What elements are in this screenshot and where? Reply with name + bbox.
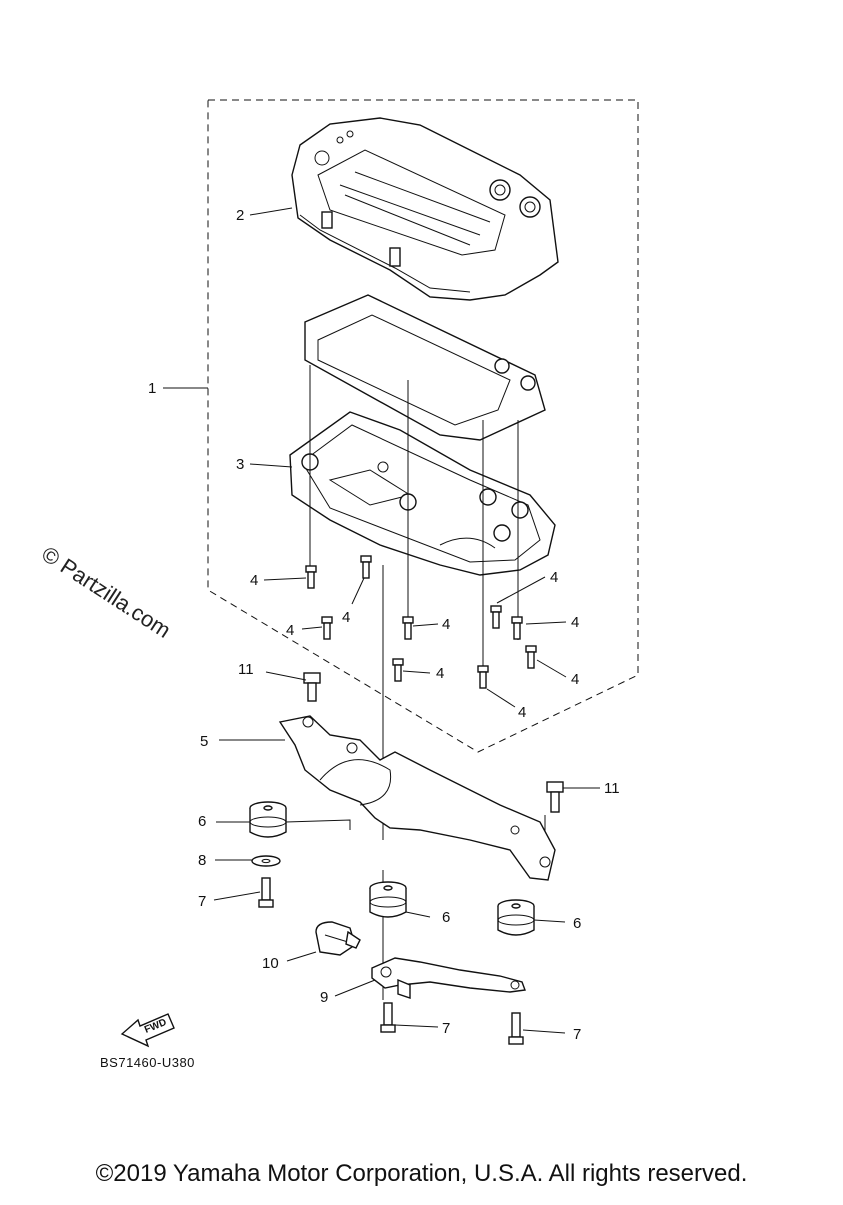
bolt-part-11-right[interactable] <box>546 781 564 813</box>
meter-display-housing[interactable] <box>291 117 559 301</box>
meter-circuit-board[interactable] <box>304 294 546 441</box>
callout-4: 4 <box>518 704 526 721</box>
callout-7: 7 <box>198 893 206 910</box>
screw-part-7-center[interactable] <box>380 1002 396 1033</box>
screw[interactable] <box>402 616 414 640</box>
assembly-boundary <box>207 99 639 753</box>
screw[interactable] <box>392 658 404 682</box>
callout-1: 1 <box>148 380 156 397</box>
callout-11: 11 <box>604 780 620 797</box>
screw-part-7-left[interactable] <box>258 877 274 908</box>
callout-7: 7 <box>442 1020 450 1037</box>
meter-lower-case[interactable] <box>289 411 556 576</box>
callout-8: 8 <box>198 852 206 869</box>
callout-9: 9 <box>320 989 328 1006</box>
screw[interactable] <box>525 645 537 669</box>
callout-3: 3 <box>236 456 244 473</box>
screws-part-4[interactable] <box>305 555 537 689</box>
meter-bracket[interactable] <box>278 715 556 881</box>
callout-4: 4 <box>550 569 558 586</box>
callout-2: 2 <box>236 207 244 224</box>
callout-4: 4 <box>286 622 294 639</box>
screw[interactable] <box>321 616 333 640</box>
callout-5: 5 <box>200 733 208 750</box>
copyright-notice: ©2019 Yamaha Motor Corporation, U.S.A. A… <box>95 1160 748 1187</box>
leader-lines <box>163 207 600 1034</box>
callout-labels: 1 2 3 4 4 4 4 4 4 4 4 4 11 11 5 6 6 6 8 … <box>148 207 620 1043</box>
callout-4: 4 <box>571 614 579 631</box>
callout-6: 6 <box>442 909 450 926</box>
callout-6: 6 <box>573 915 581 932</box>
callout-4: 4 <box>571 671 579 688</box>
callout-4: 4 <box>436 665 444 682</box>
screw[interactable] <box>511 616 523 640</box>
drawing-code: BS71460-U380 <box>100 1055 195 1070</box>
callout-10: 10 <box>262 955 279 972</box>
callout-4: 4 <box>250 572 258 589</box>
screw[interactable] <box>477 665 489 689</box>
forward-direction-arrow: FWD <box>120 1013 175 1048</box>
washer-part-8[interactable] <box>251 855 281 867</box>
screw-part-7-right[interactable] <box>508 1012 524 1045</box>
callout-11: 11 <box>238 661 254 678</box>
stay-part-9[interactable] <box>371 957 526 999</box>
grommet-part-6-left[interactable] <box>249 801 287 838</box>
bolt-part-11-left[interactable] <box>303 672 321 702</box>
grommet-part-6-right[interactable] <box>497 899 535 936</box>
callout-4: 4 <box>342 609 350 626</box>
callout-7: 7 <box>573 1026 581 1043</box>
watermark: © Partzilla.com <box>37 541 175 643</box>
clamp-part-10[interactable] <box>315 921 361 956</box>
callout-4: 4 <box>442 616 450 633</box>
screw[interactable] <box>490 605 502 629</box>
screw[interactable] <box>305 565 317 589</box>
grommet-part-6-center[interactable] <box>369 881 407 918</box>
screw[interactable] <box>360 555 372 579</box>
callout-6: 6 <box>198 813 206 830</box>
